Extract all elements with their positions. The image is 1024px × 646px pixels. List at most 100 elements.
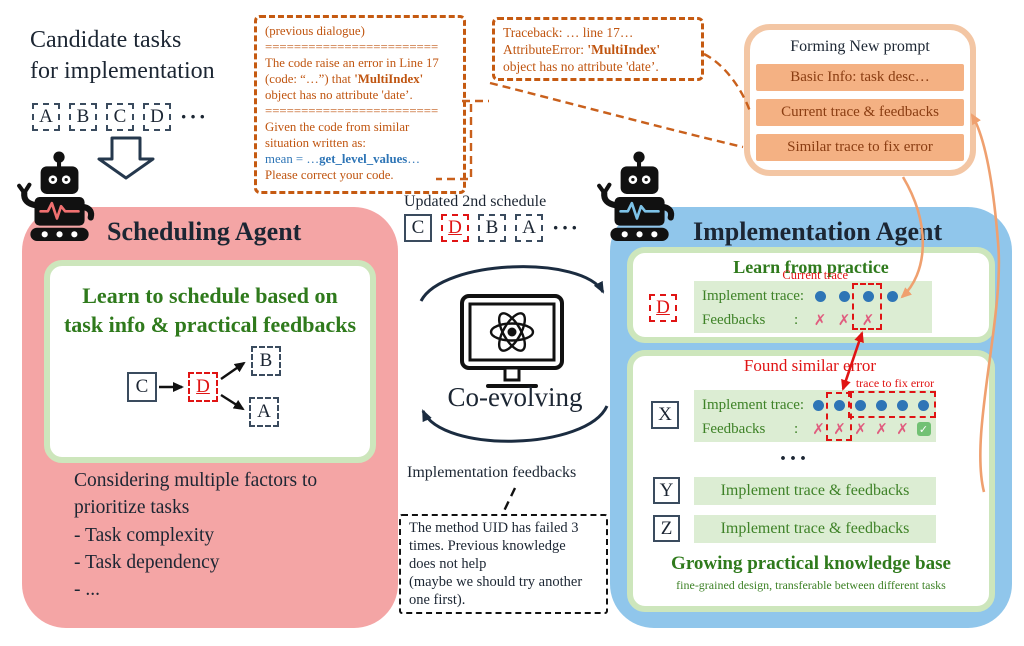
schedule-box-c: C	[404, 214, 432, 242]
feedbacks-row: Feedbacks : ✗ ✗ ✗	[702, 308, 932, 332]
cross-icon: ✗	[861, 311, 875, 329]
note-line: times. Previous knowledge	[409, 538, 566, 554]
dot-icon	[918, 399, 929, 411]
task-letter: Z	[660, 517, 673, 539]
candidate-task-row: A B C D ···	[32, 103, 208, 131]
traceback-box: Traceback: … line 17… AttributeError: 'M…	[492, 17, 704, 81]
scheduler-robot-icon	[16, 150, 100, 247]
diagram-node-d: D	[188, 372, 218, 402]
code-text-bold: get_level_values	[319, 152, 408, 166]
feedbacks-row: Feedbacks : ✗ ✗ ✗ ✗ ✗ ✓	[702, 417, 936, 441]
ellipsis: ···	[552, 215, 581, 240]
diagram-node-c: C	[127, 372, 157, 402]
implementation-robot-icon	[596, 150, 680, 247]
dialogue-line: object has no attribute 'date’.	[265, 88, 413, 102]
schedule-letter: D	[448, 217, 462, 238]
feedbacks-label: Feedbacks	[702, 311, 766, 328]
candidate-tasks-title: Candidate tasks for implementation	[30, 25, 215, 86]
traceback-text: AttributeError:	[503, 42, 588, 57]
note-line: does not help	[409, 556, 487, 572]
prompt-item-similar-trace: Similar trace to fix error	[756, 134, 964, 161]
coevolving-label: Co-evolving	[447, 382, 583, 412]
feedbacks-label: Feedbacks	[702, 420, 766, 437]
knowledge-base-title: Growing practical knowledge base	[671, 553, 951, 574]
learn-line1: Learn to schedule based on	[82, 283, 338, 308]
impl-task-y-box: Y	[653, 477, 680, 504]
trace-to-fix-highlight	[848, 391, 936, 418]
cross-icon: ✗	[875, 420, 888, 438]
ellipsis: ···	[180, 104, 209, 129]
ellipsis: ···	[778, 446, 809, 472]
considering-text: Considering multiple factors to prioriti…	[74, 467, 317, 603]
note-line: one first).	[409, 592, 466, 608]
diagram-node-a: A	[249, 397, 279, 427]
task-letter: A	[39, 106, 53, 127]
considering-line: prioritize tasks	[74, 497, 190, 519]
divider: ========================	[265, 40, 439, 54]
traceback-text-bold: 'MultiIndex'	[587, 42, 661, 57]
cross-icon: ✗	[813, 311, 827, 329]
task-letter: C	[113, 106, 127, 127]
task-letter: Y	[659, 479, 674, 501]
z-trace-panel: Implement trace & feedbacks	[694, 515, 936, 543]
trace-to-fix-label: trace to fix error	[855, 376, 935, 390]
implement-trace-label: Implement trace:	[702, 287, 805, 304]
implement-trace-row: Implement trace:	[702, 284, 932, 308]
task-box-d: D	[143, 103, 171, 131]
scheduling-agent-title: Scheduling Agent	[107, 217, 302, 246]
scheduler-learn-text: Learn to schedule based on task info & p…	[50, 282, 370, 339]
candidate-title-line1: Candidate tasks	[30, 27, 182, 53]
traceback-line: AttributeError: 'MultiIndex'	[503, 41, 693, 58]
schedule-box-a: A	[515, 214, 543, 242]
implement-trace-label: Implement trace:	[702, 396, 805, 413]
considering-line: Considering multiple factors to	[74, 470, 318, 491]
found-similar-error-label: Found similar error	[743, 356, 877, 375]
node-letter: B	[259, 350, 273, 371]
dot-icon	[876, 399, 887, 411]
dialogue-line: (previous dialogue)	[265, 24, 365, 38]
task-box-c: C	[106, 103, 134, 131]
schedule-letter: A	[522, 217, 536, 238]
considering-line: - Task dependency	[74, 551, 220, 573]
note-line: The method UID has failed 3	[409, 520, 579, 536]
dialogue-line: situation written as:	[265, 136, 366, 150]
code-text: mean = …	[265, 152, 320, 166]
updated-schedule-row: C D B A ···	[404, 214, 580, 242]
y-trace-panel: Implement trace & feedbacks	[694, 477, 936, 505]
divider: ========================	[265, 104, 439, 118]
current-trace-highlight	[852, 283, 882, 330]
prompt-item-basic-info: Basic Info: task desc…	[756, 64, 964, 91]
task-box-a: A	[32, 103, 60, 131]
d-trace-panel: Implement trace: Feedbacks : ✗ ✗ ✗	[694, 281, 932, 333]
node-letter: A	[257, 401, 271, 422]
dot-icon	[897, 399, 908, 411]
previous-dialogue-box: (previous dialogue) ====================…	[254, 15, 466, 194]
task-letter: D	[150, 106, 164, 127]
dot-icon	[886, 290, 898, 302]
dot-icon	[838, 290, 850, 302]
dialogue-text: (code: “…”) that	[265, 72, 355, 86]
considering-line: - ...	[74, 579, 100, 601]
implementation-agent-title: Implementation Agent	[693, 217, 943, 246]
current-trace-label: Current trace	[782, 268, 848, 282]
dialogue-line: The code raise an error in Line 17	[265, 56, 439, 70]
scheduler-learn-box: Learn to schedule based on task info & p…	[44, 260, 376, 463]
node-letter: D	[196, 376, 210, 397]
diagram-node-b: B	[251, 346, 281, 376]
knowledge-base-subtitle: fine-grained design, transferable betwee…	[676, 578, 946, 592]
feedback-note-box: The method UID has failed 3 times. Previ…	[399, 514, 608, 614]
cross-icon: ✗	[837, 311, 851, 329]
feedback-crosses: ✗ ✗ ✗	[808, 311, 904, 329]
task-letter: D	[656, 297, 670, 318]
schedule-letter: B	[485, 217, 499, 238]
dialogue-code-line: mean = …get_level_values…	[265, 151, 455, 167]
note-line: (maybe we should try another	[409, 574, 583, 590]
task-letter: B	[76, 106, 90, 127]
cross-icon: ✗	[854, 420, 867, 438]
feedback-crosses: ✗ ✗ ✗ ✗ ✗ ✓	[808, 420, 934, 438]
dialogue-line: Please correct your code.	[265, 168, 394, 182]
schedule-box-d: D	[441, 214, 469, 242]
check-icon: ✓	[916, 422, 931, 436]
considering-line: - Task complexity	[74, 524, 215, 546]
